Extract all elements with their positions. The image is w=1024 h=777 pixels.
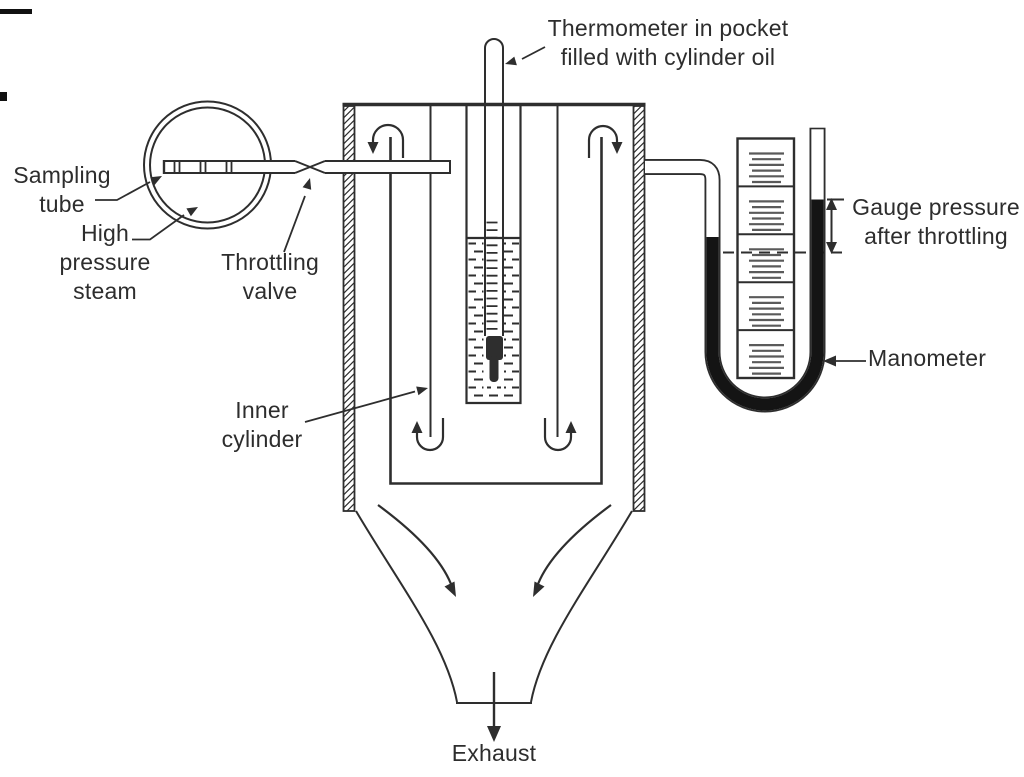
scale-board-cells	[737, 185, 794, 332]
thermometer-label-line1: Thermometer in pocket	[547, 15, 789, 41]
scan-artifact	[0, 9, 32, 101]
inner-cylinder-label: Inner cylinder	[221, 397, 303, 452]
sampling-leader	[95, 181, 151, 201]
manometer	[645, 127, 866, 413]
manometer-leader-arrow	[823, 355, 866, 367]
sampling-tube	[162, 160, 295, 174]
thermometer-scale-ticks	[486, 221, 498, 330]
scale-board	[736, 137, 796, 380]
inner-cylinder-leader	[304, 390, 416, 423]
calorimeter-vessel	[342, 102, 646, 512]
inner-cylinder	[389, 137, 603, 485]
thermometer-leader	[521, 46, 546, 60]
high-pressure-leader	[132, 214, 185, 241]
gauge-pressure-label: Gauge pressure after throttling	[852, 194, 1020, 249]
right-casing-wall	[632, 105, 646, 512]
thermometer	[484, 38, 504, 382]
gauge-pressure-arrow	[826, 198, 837, 254]
throttling-valve-label: Throttling valve	[221, 249, 319, 304]
throttling-leader	[283, 195, 306, 253]
throttling-valve	[294, 160, 326, 174]
sampling-holes	[173, 162, 233, 172]
exhaust-arrow	[487, 672, 501, 742]
mercury-column	[706, 199, 824, 411]
thermometer-bulb	[486, 336, 503, 360]
high-pressure-steam-label: High pressure steam	[59, 220, 151, 304]
manometer-label: Manometer	[868, 345, 987, 371]
scale-graduations	[749, 152, 784, 375]
steam-inlet-pipe	[325, 160, 451, 174]
oil-fill	[487, 384, 501, 401]
leader-arrows	[95, 46, 546, 423]
oil-fill	[468, 241, 484, 401]
oil-fill	[504, 241, 519, 401]
thermometer-pocket	[465, 106, 522, 405]
thermometer-label-line2: filled with cylinder oil	[560, 44, 776, 70]
left-casing-wall	[342, 105, 356, 512]
flow-arrows	[367, 123, 623, 597]
thermometer-label: Thermometer in pocket filled with cylind…	[536, 14, 800, 72]
exhaust-label: Exhaust	[451, 740, 537, 766]
thermometer-bulb-tip	[489, 356, 499, 382]
sampling-tube-label: Sampling tube	[13, 162, 111, 217]
